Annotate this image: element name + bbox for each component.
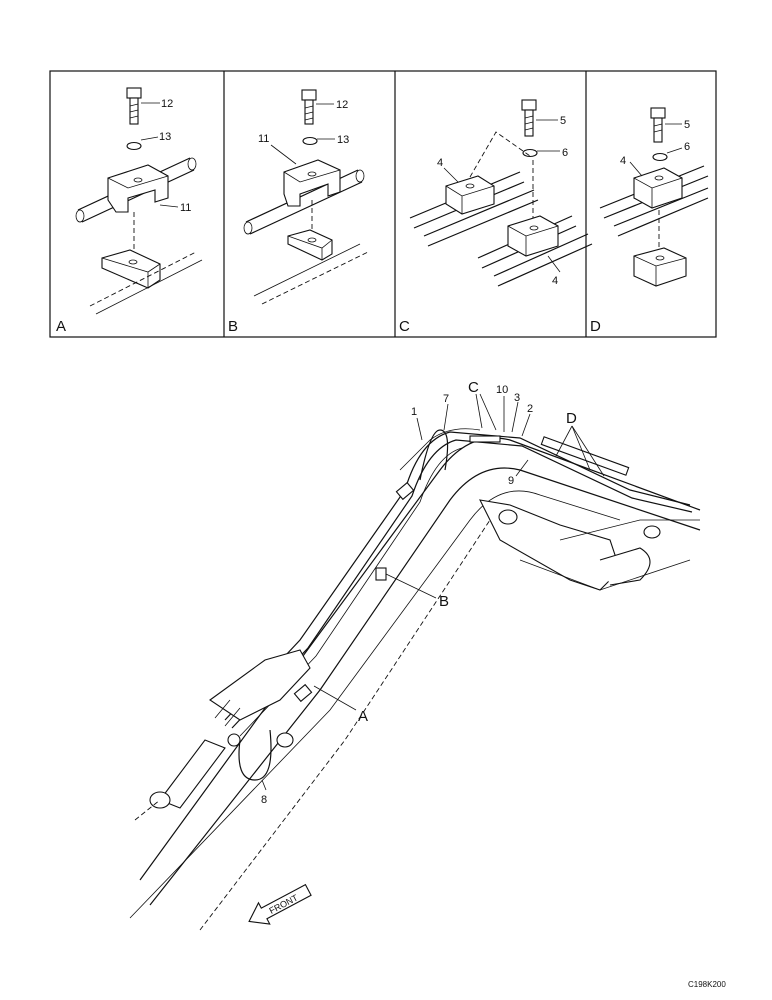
panel-letter-b: B [228,318,238,335]
base-plate [287,229,333,261]
callout-13: 13 [159,131,171,143]
panels-frame [49,70,717,338]
callout-2: 2 [527,403,533,415]
callout-3: 3 [514,392,520,404]
bolt-head [126,87,142,99]
detail-panels [49,70,717,338]
callout-11: 11 [258,133,269,145]
foot-pin [643,525,661,539]
callout-12: 12 [336,99,348,111]
bolt-head [301,89,317,101]
bolt-head [650,107,666,119]
callout-12: 12 [161,98,173,110]
base-plate [633,247,687,287]
arm-cylinder [159,739,226,809]
bolt-head [521,99,537,111]
panel-a: 12 13 11 A [56,87,203,335]
boom-upper-edge [139,437,701,881]
callout-5: 5 [560,115,566,127]
washer [522,148,538,158]
clamp-row [469,435,501,443]
hose-loop-8 [238,729,272,781]
callout-10: 10 [496,384,508,396]
callout-1: 1 [411,406,417,418]
panel-c: 5 6 4 4 C [399,99,593,335]
boom-lower-edge [149,467,701,906]
callout-9: 9 [508,475,514,487]
cylinder-pin [498,509,518,525]
callout-4: 4 [620,155,626,167]
callout-5: 5 [684,119,690,131]
callout-8: 8 [261,794,267,806]
clamp-block [633,167,683,209]
arm-cylinder-mount [209,649,311,721]
clamp-block [107,164,169,213]
callout-b: B [439,593,449,610]
clamp-block [283,159,341,207]
panel-letter-a: A [56,318,66,335]
front-arrow-shape [248,883,312,925]
clamp-row [540,436,630,476]
washer [126,141,142,151]
callout-6: 6 [562,147,568,159]
hose-fitting [227,733,241,747]
front-arrow: FRONT [248,883,312,925]
callout-4: 4 [552,275,558,287]
callout-d: D [566,410,577,427]
hose-fitting [276,732,294,748]
callout-a: A [358,708,368,725]
clamp-block [445,175,495,215]
clamp [395,481,415,501]
hose-line [231,439,693,729]
clamp-block [507,215,559,257]
panel-letter-c: C [399,318,410,335]
figure-code: C198K200 [688,980,726,989]
callout-11: 11 [180,202,191,214]
clamp [293,683,313,703]
callout-13: 13 [337,134,349,146]
boom-assembly: 1 7 C 10 3 2 D 9 B A 8 [129,379,701,931]
panel-b: 12 11 13 B [228,89,369,335]
washer [302,136,318,146]
panel-d: 5 6 4 D [590,107,709,335]
base-plate [101,249,161,289]
callout-6: 6 [684,141,690,153]
clamp [375,567,387,581]
callout-4: 4 [437,157,443,169]
callout-7: 7 [443,393,449,405]
panel-letter-d: D [590,318,601,335]
hose-loop [419,429,449,481]
callout-c: C [468,379,479,396]
boom-foot [599,547,651,586]
washer [652,152,668,162]
